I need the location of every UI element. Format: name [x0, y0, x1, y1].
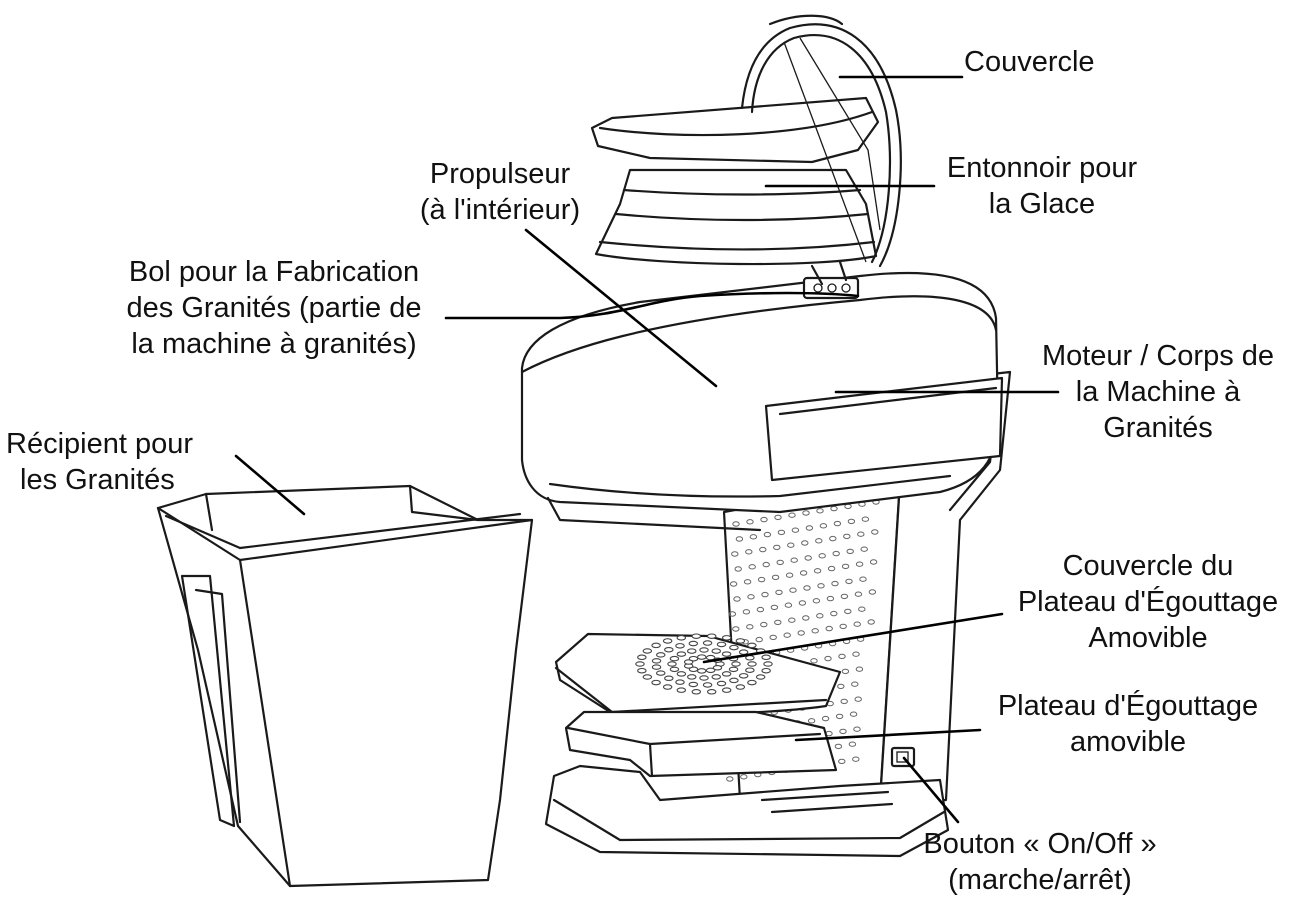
label-container: Récipient pour les Granités — [6, 426, 193, 498]
label-power-button: Bouton « On/Off » (marche/arrêt) — [900, 826, 1180, 898]
label-motor-body: Moteur / Corps de la Machine à Granités — [1020, 338, 1296, 446]
label-power-button-line-2: (marche/arrêt) — [900, 862, 1180, 898]
label-container-line-1: Récipient pour — [6, 426, 193, 462]
label-drip-tray-cover-line-3: Amovible — [1002, 620, 1294, 656]
label-motor-body-line-2: la Machine à — [1020, 374, 1296, 410]
label-drip-tray-cover: Couvercle du Plateau d'Égouttage Amovibl… — [1002, 548, 1294, 656]
label-propeller: Propulseur (à l'intérieur) — [380, 156, 620, 228]
label-power-button-line-1: Bouton « On/Off » — [900, 826, 1180, 862]
label-bowl-line-1: Bol pour la Fabrication — [84, 254, 464, 290]
label-drip-tray: Plateau d'Égouttage amovible — [976, 688, 1280, 760]
label-bowl-line-3: la machine à granités) — [84, 326, 464, 362]
label-bowl: Bol pour la Fabrication des Granités (pa… — [84, 254, 464, 362]
label-drip-tray-line-1: Plateau d'Égouttage — [976, 688, 1280, 724]
label-lid: Couvercle — [964, 44, 1095, 80]
label-ice-funnel-line-2: la Glace — [922, 186, 1162, 222]
label-propeller-line-2: (à l'intérieur) — [380, 192, 620, 228]
label-container-line-2: les Granités — [6, 462, 193, 498]
slush-container-illustration — [158, 486, 532, 886]
label-drip-tray-cover-line-1: Couvercle du — [1002, 548, 1294, 584]
label-motor-body-line-3: Granités — [1020, 410, 1296, 446]
label-ice-funnel-line-1: Entonnoir pour — [922, 150, 1162, 186]
label-drip-tray-line-2: amovible — [976, 724, 1280, 760]
ice-funnel-illustration — [592, 98, 878, 284]
label-lid-line-1: Couvercle — [964, 44, 1095, 80]
label-ice-funnel: Entonnoir pour la Glace — [922, 150, 1162, 222]
drip-tray-illustration — [566, 712, 836, 776]
label-bowl-line-2: des Granités (partie de — [84, 290, 464, 326]
label-drip-tray-cover-line-2: Plateau d'Égouttage — [1002, 584, 1294, 620]
label-motor-body-line-1: Moteur / Corps de — [1020, 338, 1296, 374]
label-propeller-line-1: Propulseur — [380, 156, 620, 192]
